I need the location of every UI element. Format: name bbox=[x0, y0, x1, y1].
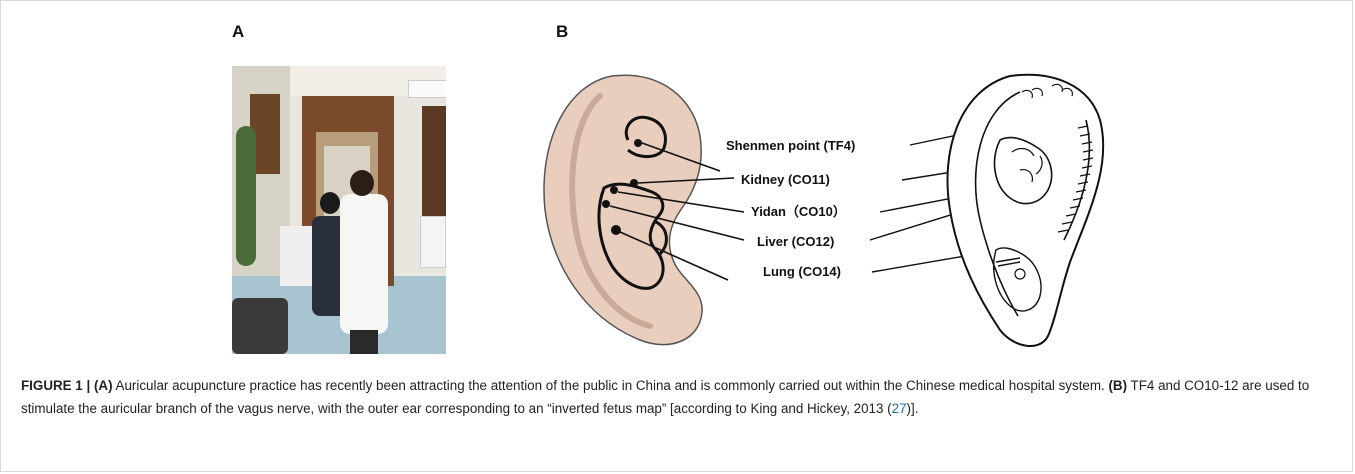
point-liver bbox=[602, 200, 610, 208]
figure-caption: FIGURE 1 | (A) Auricular acupuncture pra… bbox=[21, 375, 1331, 420]
label-kidney: Kidney (CO11) bbox=[741, 172, 830, 187]
point-yidan bbox=[610, 186, 618, 194]
label-liver: Liver (CO12) bbox=[757, 234, 834, 249]
caption-figure-label: FIGURE 1 | bbox=[21, 378, 90, 393]
point-kidney bbox=[630, 179, 638, 187]
label-yidan: Yidan（CO10） bbox=[751, 204, 846, 219]
caption-text-a: Auricular acupuncture practice has recen… bbox=[113, 378, 1109, 393]
point-lung bbox=[611, 225, 621, 235]
right-ear-outline bbox=[948, 75, 1104, 346]
point-shenmen bbox=[634, 139, 642, 147]
caption-reference-link[interactable]: 27 bbox=[892, 401, 907, 416]
caption-tag-a: (A) bbox=[94, 378, 113, 393]
caption-tag-b: (B) bbox=[1108, 378, 1127, 393]
label-shenmen: Shenmen point (TF4) bbox=[726, 138, 855, 153]
label-lung: Lung (CO14) bbox=[763, 264, 841, 279]
caption-text-end: )]. bbox=[907, 401, 919, 416]
ear-diagram: Shenmen point (TF4) Kidney (CO11) Yidan（… bbox=[0, 0, 1355, 370]
